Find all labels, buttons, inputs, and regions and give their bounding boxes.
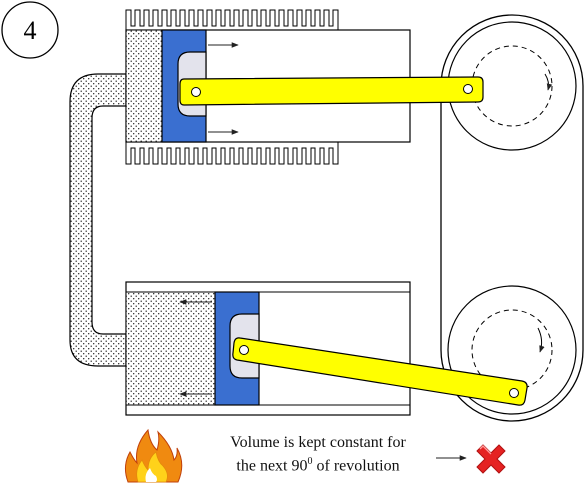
caption-line-2-suffix: of revolution: [312, 457, 400, 475]
flywheel-assembly: [440, 14, 584, 422]
bottom-flywheel-rotation: [471, 309, 553, 391]
caption-line-1: Volume is kept constant for: [230, 434, 406, 451]
degree-superscript: 0: [307, 456, 313, 467]
bottom-connecting-rod: [232, 337, 528, 406]
top-connecting-rod: [179, 76, 484, 106]
red-x-icon: [476, 444, 506, 474]
bottom-rotation-arrow-icon: [537, 327, 545, 353]
step-number: 4: [24, 16, 37, 45]
fire-icon: [124, 428, 183, 483]
top-fins: [125, 9, 339, 31]
top-rotation-arrow-icon: [544, 73, 553, 91]
step-number-badge: 4: [1, 1, 59, 59]
cold-gas: [125, 291, 216, 406]
transfer-pipe: [69, 73, 127, 367]
caption-line-2-prefix: the next 90: [236, 457, 308, 475]
caption-text: Volume is kept constant for the next 900…: [198, 433, 438, 475]
bottom-fins: [125, 141, 339, 165]
caption-line-2: the next 900 of revolution: [198, 452, 438, 475]
hot-gas: [125, 29, 163, 143]
